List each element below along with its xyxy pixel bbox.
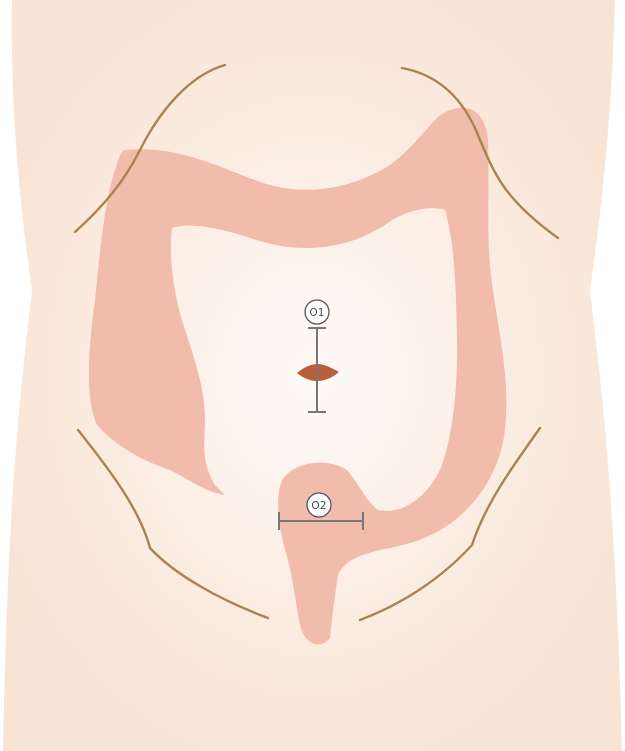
marker-o1-label: O1 [309, 307, 324, 319]
marker-o2-label: O2 [311, 500, 326, 512]
